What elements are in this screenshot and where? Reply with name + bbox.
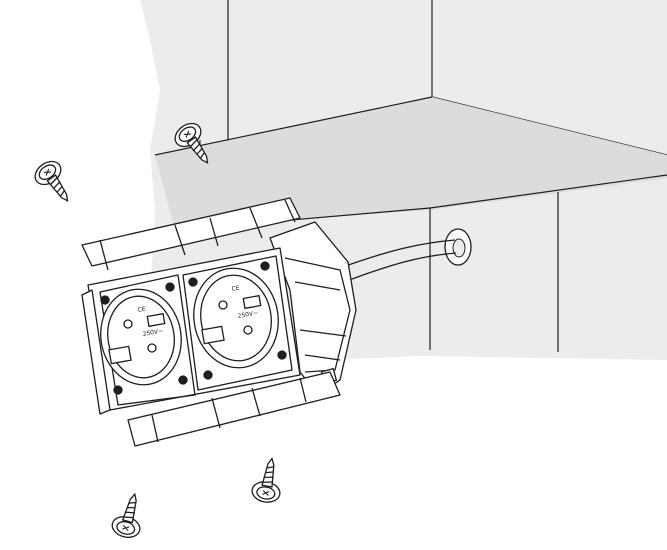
socket-right: CE 250V~ [188, 261, 287, 380]
power-cable [339, 228, 472, 283]
screw-bottom-center [251, 457, 281, 503]
screw-top-center [174, 122, 209, 165]
rating-mark-left: 250V~ [142, 327, 163, 337]
screw-bottom-left [111, 492, 141, 538]
screw-top-left [34, 160, 69, 203]
shelf-underside [154, 96, 667, 352]
ce-mark-right: CE [231, 285, 240, 293]
ce-mark-left: CE [137, 306, 146, 314]
rating-mark-right: 250V~ [237, 309, 258, 319]
socket-left: CE 250V~ [100, 282, 188, 395]
